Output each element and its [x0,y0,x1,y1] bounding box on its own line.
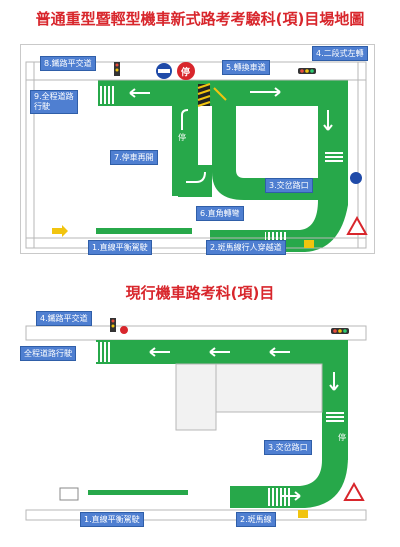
top-zebra-left [100,86,114,104]
bottom-label-straight: 1.直線平衡駕駛 [80,512,144,527]
top-label-twostage: 4.二段式左轉 [312,46,368,61]
top-stop-sign [177,62,195,80]
top-label-rail: 8.鐵路平交道 [40,56,96,71]
top-zebra-right [325,150,343,164]
top-direction-sign [350,172,362,184]
bottom-road-right-vertical [322,340,348,460]
bottom-label-zebra: 2.斑馬線 [236,512,276,527]
bottom-label-full: 全程道路行駛 [20,346,76,361]
top-no-entry-sign [156,63,172,79]
top-traffic-light-right [298,68,316,74]
top-label-turn90: 6.直角轉彎 [196,206,244,221]
top-label-zebra: 2.斑馬線行人穿越道 [206,240,286,255]
top-label-stop: 7.停車再開 [110,150,158,165]
top-road-inner-u [212,106,318,200]
bottom-zebra-left [96,342,110,362]
top-ground-text: 停 [178,132,186,142]
bottom-markings [96,342,344,506]
bottom-traffic-light-right [331,328,349,334]
bottom-warning-triangle [343,481,365,501]
bottom-label-inter: 3.交岔路口 [264,440,312,455]
bottom-roads [88,340,348,508]
top-arrow-turn [186,171,206,183]
top-yellow-arrow [52,225,68,237]
top-label-lane: 5.轉換車道 [222,60,270,75]
bottom-waiting-box [59,487,79,501]
bottom-ground-text: 停 [338,432,346,442]
top-sidewalks [25,61,367,249]
top-title: 普通重型暨輕型機車新式路考考驗科(項)目場地圖 [35,10,365,28]
top-label-full: 9.全程道路行駛 [30,90,78,114]
bottom-zebra-right [326,410,344,424]
top-road-straight-line [96,228,192,234]
bottom-zebra-bottom-mark [266,488,290,506]
top-label-inter: 3.交岔路口 [265,178,313,193]
bottom-title: 現行機車路考科(項)目 [125,284,275,302]
bottom-rail-crossing-bar [298,510,308,518]
top-traffic-light-left [114,62,120,76]
top-warning-triangle [346,215,368,235]
top-rail-crossing-bar [304,240,314,248]
bottom-gray-area [175,363,323,431]
bottom-label-rail: 4.鐵路平交道 [36,311,92,326]
bottom-traffic-light-left [110,318,116,332]
top-road-right-vertical [318,80,348,200]
top-arrow-up-left [181,109,189,130]
bottom-stop-sign [120,326,128,334]
bottom-road-straight-line [88,490,188,495]
top-sign-text: 停 [181,66,190,78]
top-barrier [197,83,227,107]
top-label-straight: 1.直線平衡駕駛 [88,240,152,255]
